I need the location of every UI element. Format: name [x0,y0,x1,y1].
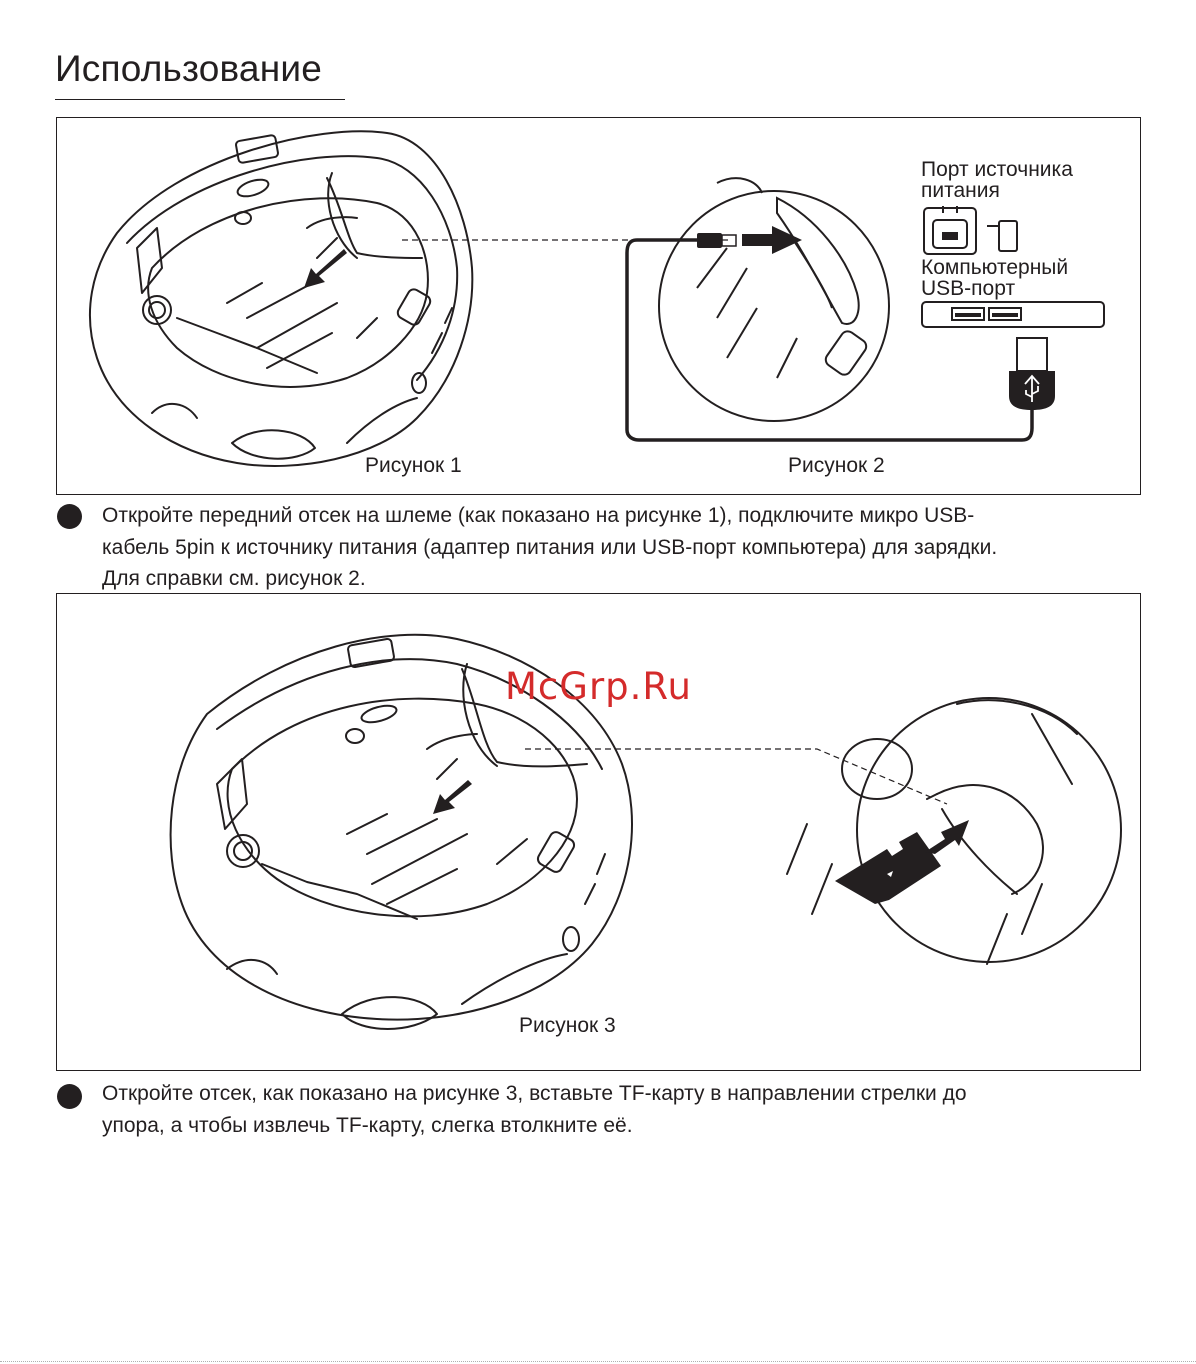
usb-port-label-line1: Компьютерный [921,256,1069,279]
step-2-text: Откройте отсек, как показано на рисунке … [102,1078,967,1141]
power-port-label-line1: Порт источника [921,158,1073,181]
helmet-charging-illustration [88,130,1105,467]
figure-3-frame: Рисунок 3 [56,593,1141,1071]
watermark: McGrp.Ru [505,665,692,708]
step-2-line-2: упора, а чтобы извлечь TF-карту, слегка … [102,1113,633,1137]
step-1-line-3: Для справки см. рисунок 2. [102,567,366,590]
power-port-label-line2: питания [921,179,1000,202]
step-2-line-1: Откройте отсек, как показано на рисунке … [102,1082,967,1105]
figure-1-caption: Рисунок 1 [365,454,462,477]
title-underline [55,99,345,100]
page-bottom-dotted-rule [0,1361,1196,1362]
step-1-bullet [57,504,82,529]
figure-3-caption: Рисунок 3 [519,1014,616,1037]
usb-port-label-line2: USB-порт [921,277,1016,300]
step-2-bullet [57,1084,82,1109]
step-1-line-1: Откройте передний отсек на шлеме (как по… [102,504,975,527]
figure-1-2-frame: Рисунок 1 Рисунок 2 Порт источника питан… [56,117,1141,495]
step-1-line-2: кабель 5pin к источнику питания (адаптер… [102,535,998,559]
step-1-text: Откройте передний отсек на шлеме (как по… [102,500,997,595]
figure-2-caption: Рисунок 2 [788,454,885,477]
page-title: Использование [55,48,322,89]
helmet-tf-card-illustration [169,633,1122,1030]
